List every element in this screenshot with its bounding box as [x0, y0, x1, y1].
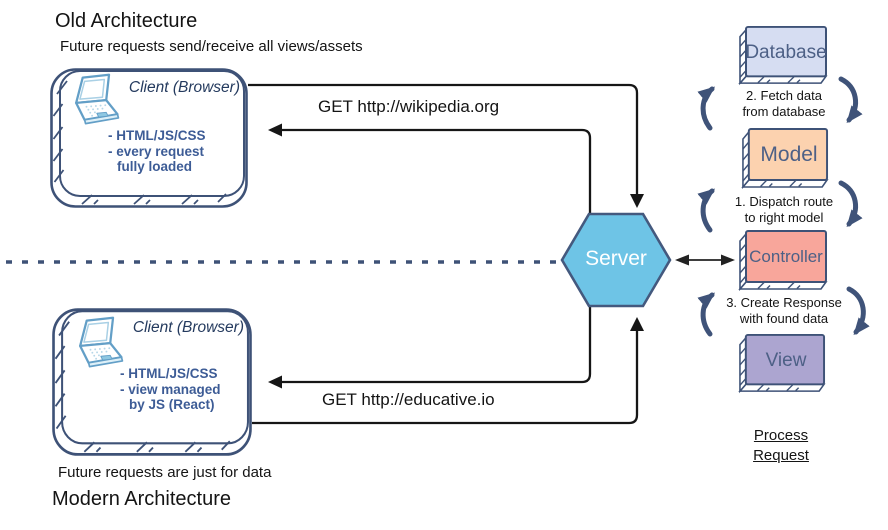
step-create-response: 3. Create Response with found data	[712, 295, 856, 326]
sketch-box-frame	[741, 128, 829, 190]
sketch-box-frame	[738, 230, 828, 292]
step-fetch-data: 2. Fetch data from database	[712, 88, 856, 119]
step-line: to right model	[744, 209, 824, 225]
feature-line: - HTML/JS/CSS	[120, 366, 218, 381]
model-label: Model	[760, 142, 818, 166]
feature-line: fully loaded	[117, 159, 193, 174]
process-request-caption: Process Request	[726, 426, 836, 466]
feature-line: - HTML/JS/CSS	[108, 128, 206, 143]
step-line: 1. Dispatch route	[734, 194, 834, 209]
server-label: Server	[585, 247, 647, 270]
sketch-box-frame	[738, 334, 826, 394]
feature-line: - view managed	[120, 381, 221, 397]
laptop-icon	[75, 73, 120, 125]
old-architecture-subtitle: Future requests send/receive all views/a…	[60, 38, 363, 55]
modern-architecture-title: Modern Architecture	[52, 488, 231, 510]
old-response-arrow	[268, 123, 592, 213]
database-box: Database	[738, 26, 828, 86]
database-label: Database	[745, 41, 827, 63]
old-architecture-title: Old Architecture	[55, 10, 198, 32]
model-to-database-arrow	[697, 86, 716, 131]
controller-box: Controller	[738, 230, 828, 292]
view-box: View	[738, 334, 826, 394]
modern-client-feature-list: - HTML/JS/CSS - view managed by JS (Reac…	[120, 366, 221, 413]
controller-label: Controller	[749, 246, 823, 266]
modern-client-box: Client (Browser) - HTML/JS/CSS - view ma…	[52, 308, 252, 456]
modern-client-label: Client (Browser)	[132, 319, 244, 336]
old-client-box: Client (Browser) - HTML/JS/CSS - every r…	[50, 68, 248, 208]
step-line: with found data	[739, 310, 829, 326]
feature-line: - every request	[108, 143, 205, 159]
step-line: from database	[742, 103, 826, 119]
caption-line: Process	[753, 427, 809, 444]
modern-request-label: GET http://educative.io	[322, 390, 495, 409]
laptop-icon	[79, 316, 124, 368]
modern-response-arrow	[268, 307, 592, 389]
old-client-label: Client (Browser)	[128, 79, 240, 96]
old-request-label: GET http://wikipedia.org	[318, 97, 500, 116]
modern-architecture-subtitle: Future requests are just for data	[58, 464, 272, 481]
sketch-box-frame	[738, 26, 828, 86]
view-label: View	[765, 349, 807, 371]
step-line: 3. Create Response	[726, 295, 842, 310]
model-box: Model	[741, 128, 829, 190]
controller-to-model-arrow	[697, 188, 716, 233]
feature-line: by JS (React)	[129, 397, 215, 412]
server-controller-double-arrow	[675, 254, 735, 266]
caption-line: Request	[753, 447, 809, 464]
view-to-controller-arrow	[697, 292, 716, 337]
old-client-feature-list: - HTML/JS/CSS - every request fully load…	[108, 128, 206, 175]
step-line: 2. Fetch data	[746, 88, 822, 103]
step-dispatch-route: 1. Dispatch route to right model	[712, 194, 856, 225]
